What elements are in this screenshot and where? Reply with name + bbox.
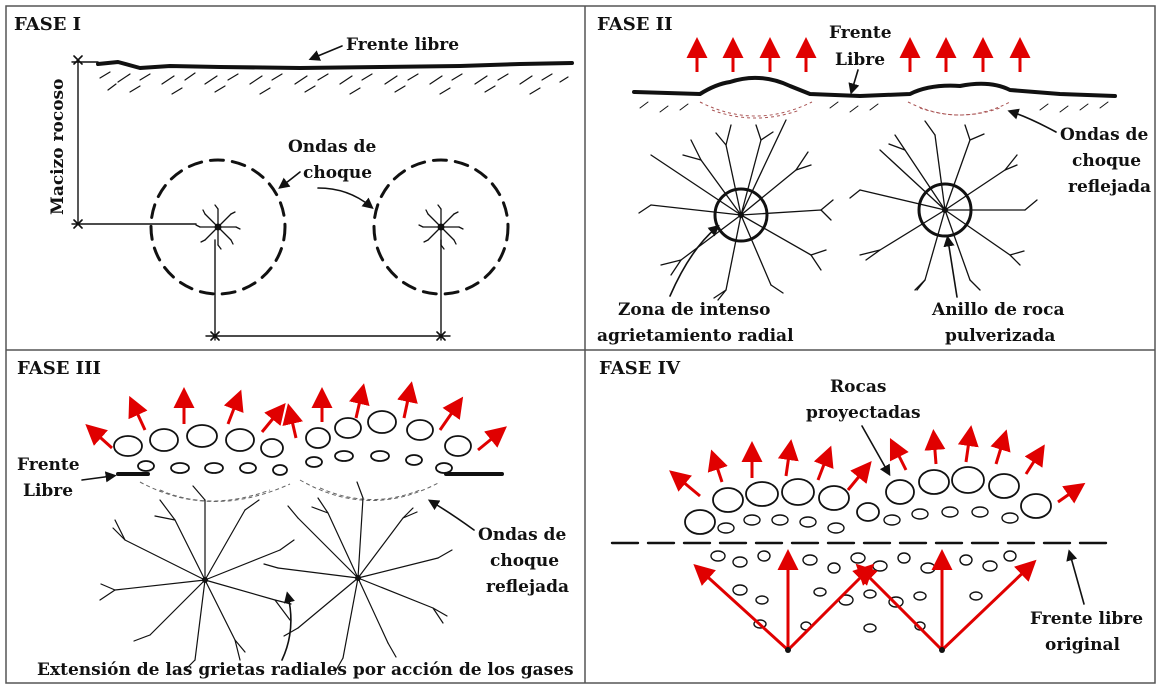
fase1-charge-left xyxy=(151,160,285,294)
fase2-cracks-right xyxy=(850,121,1037,290)
fase2-cracks-left xyxy=(639,120,833,300)
fase3-radial-cracks xyxy=(100,482,452,672)
panel-fase-4: FASE IV xyxy=(599,358,1143,655)
fase2-title: FASE II xyxy=(597,14,673,35)
fase3-free-face-arrow xyxy=(82,476,112,480)
fase4-original-face-label-line2: original xyxy=(1045,635,1120,655)
fase1-shock-arrow-left xyxy=(282,172,300,186)
fase3-reflected-waves xyxy=(140,480,440,502)
fase2-free-face-line xyxy=(634,78,1115,96)
fase4-thrown-label-line2: proyectadas xyxy=(806,403,921,423)
fase1-rock-hatching xyxy=(100,72,568,94)
fase3-charge-left xyxy=(202,577,208,583)
panel-fase-1: FASE I Frente libre Macizo rocoso xyxy=(14,14,572,340)
fase1-shock-label-line2: choque xyxy=(303,163,372,183)
fase2-ring-arrow xyxy=(948,240,957,297)
fase2-charge-right xyxy=(942,207,948,213)
fase1-dimension-lines xyxy=(72,56,450,340)
fase2-ring-label-line1: Anillo de roca xyxy=(931,300,1064,320)
fase3-reflected-arrow xyxy=(432,502,474,530)
fase2-ring-label-line2: pulverizada xyxy=(945,326,1055,346)
fase3-charge-right xyxy=(355,575,361,581)
fase2-reflected-label-line2: choque xyxy=(1072,151,1141,171)
fase4-charge-left xyxy=(785,647,791,653)
fase1-charge-point-left xyxy=(215,224,222,231)
fase2-free-face-arrow xyxy=(852,70,858,90)
fase4-thrown-arrow xyxy=(862,426,888,472)
fase3-red-arrows xyxy=(92,390,500,450)
fase1-rock-mass-label: Macizo rocoso xyxy=(48,79,68,215)
fase4-small-rocks xyxy=(711,507,1018,632)
fase2-charge-left xyxy=(738,212,744,218)
fase4-original-face-label-line1: Frente libre xyxy=(1030,609,1143,629)
fase1-free-face-label: Frente libre xyxy=(346,35,459,55)
fase1-title: FASE I xyxy=(14,14,81,35)
fase1-free-face-arrow: Frente libre xyxy=(313,35,459,58)
fase3-reflected-label-line3: reflejada xyxy=(486,577,569,597)
panel-fase-3: FASE III xyxy=(17,358,574,680)
fase4-thrown-label-line1: Rocas xyxy=(830,377,886,397)
fase1-charge-point-right xyxy=(438,224,445,231)
fase2-free-face-label-line2: Libre xyxy=(835,50,885,70)
fase3-title: FASE III xyxy=(17,358,101,379)
fase2-reflected-waves xyxy=(700,102,1010,118)
fase2-radial-label-line1: Zona de intenso xyxy=(618,300,770,320)
fase1-free-face-line xyxy=(98,62,572,68)
fase4-title: FASE IV xyxy=(599,358,681,379)
fase4-charge-right xyxy=(939,647,945,653)
fase2-radial-label-line2: agrietamiento radial xyxy=(597,326,794,346)
fase3-free-face-label-line2: Libre xyxy=(23,481,73,501)
fase2-rock-hatching xyxy=(640,102,1108,112)
panel-fase-2: FASE II xyxy=(597,14,1151,346)
fase4-projected-rocks xyxy=(685,467,1051,534)
fase2-reflected-label-line1: Ondas de xyxy=(1060,125,1148,145)
fase3-cracks-arrow xyxy=(282,596,291,660)
fase1-shock-label-line1: Ondas de xyxy=(288,137,376,157)
fase3-free-face-label-line1: Frente xyxy=(17,455,80,475)
fase2-reflected-label-line3: reflejada xyxy=(1068,177,1151,197)
fase3-cracks-caption: Extensión de las grietas radiales por ac… xyxy=(37,660,574,680)
fase4-gas-arrows xyxy=(700,558,1030,650)
fase2-free-face-label-line1: Frente xyxy=(829,23,892,43)
fase4-original-face-arrow xyxy=(1070,554,1084,604)
fase1-shock-arrow-right xyxy=(318,188,370,206)
fase3-reflected-label-line1: Ondas de xyxy=(478,525,566,545)
fase2-reflected-arrow xyxy=(1012,112,1056,132)
fase3-reflected-label-line2: choque xyxy=(490,551,559,571)
